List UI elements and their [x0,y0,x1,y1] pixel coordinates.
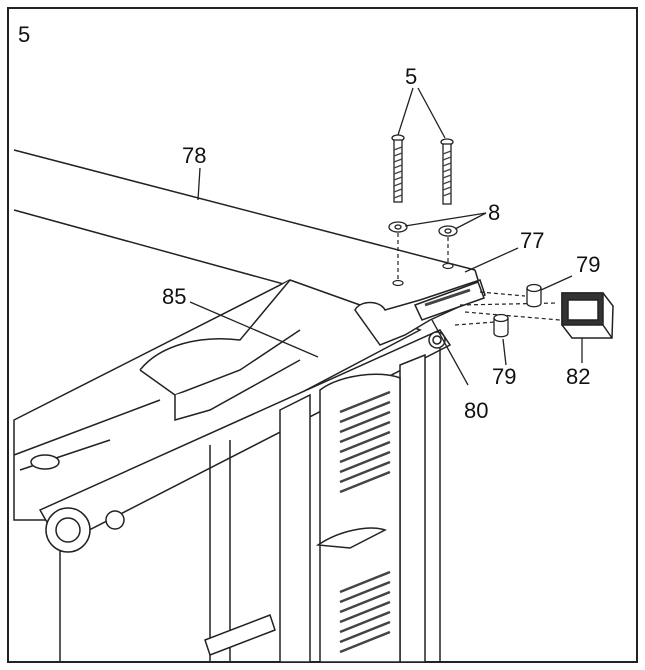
callout-frame-rail: 85 [162,284,186,309]
leader-lines [189,87,583,386]
motor-cover [315,373,401,663]
callout-bolt: 5 [405,64,417,89]
callout-spacer-bottom: 79 [492,364,516,389]
callout-end-cap: 82 [566,364,590,389]
bracket-77 [354,279,486,349]
crossbar-78 [13,149,479,306]
callout-spacer-top: 79 [576,252,600,277]
hole-marks [392,262,454,287]
callout-crossbar: 78 [182,143,206,168]
alignment-lines [397,233,561,326]
end-cap-82 [561,292,614,339]
bolt-5-left [391,134,405,203]
washer-8 [388,221,458,237]
callout-bolt-bottom: 80 [464,398,488,423]
callout-washer: 8 [488,200,500,225]
callout-bracket: 77 [520,228,544,253]
spacer-79-top [526,283,542,308]
upright-posts [204,345,441,663]
bolt-5-right [440,138,454,205]
spacer-79-bottom [493,313,509,338]
step-number: 5 [18,22,30,47]
